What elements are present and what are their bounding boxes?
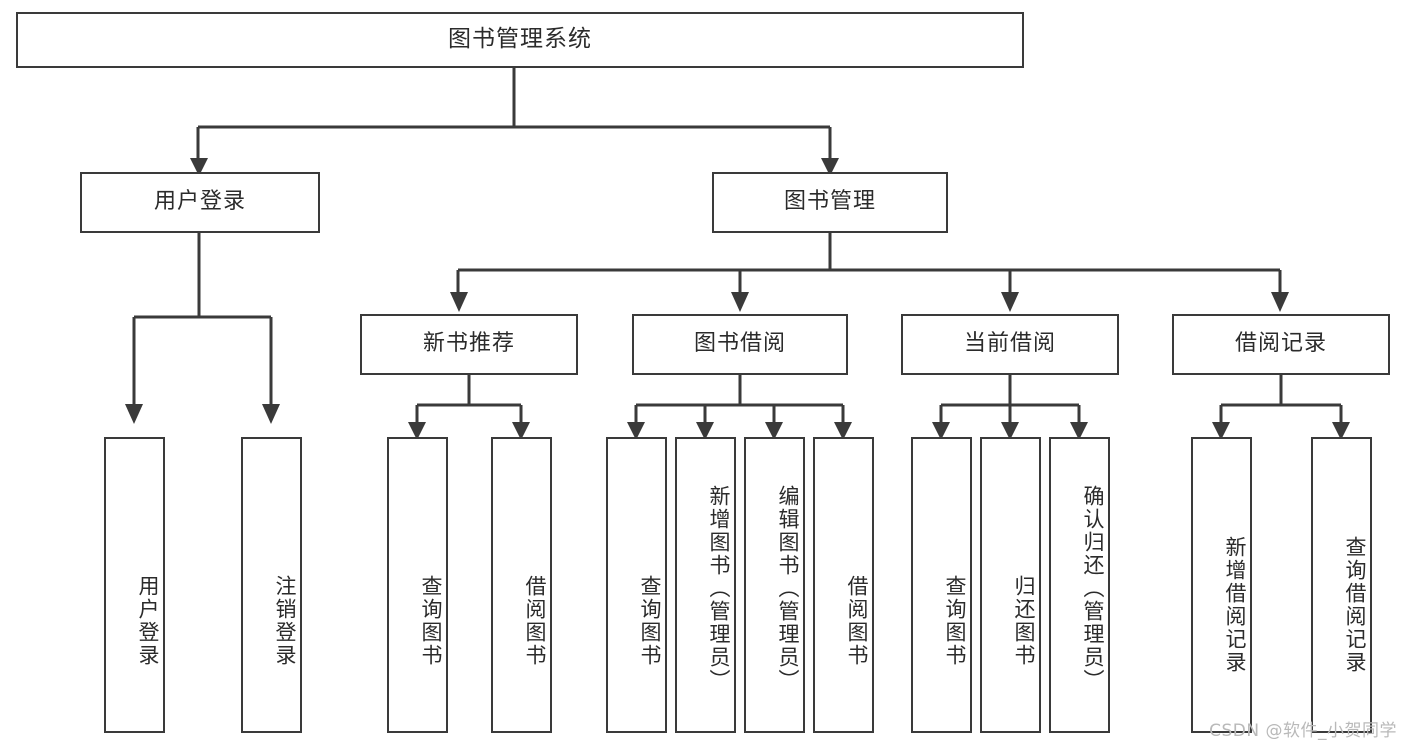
node-label: 当前借阅: [963, 331, 1056, 357]
node-user-login[interactable]: 用户登录: [80, 172, 320, 233]
leaf-add-book-admin[interactable]: 新增图书（管理员）: [675, 437, 736, 733]
node-book-management[interactable]: 图书管理: [712, 172, 948, 233]
node-root-book-management-system[interactable]: 图书管理系统: [16, 12, 1024, 68]
leaf-add-borrow-record[interactable]: 新增借阅记录: [1191, 437, 1252, 733]
leaf-query-book-borrow[interactable]: 查询图书: [606, 437, 667, 733]
node-borrow-records[interactable]: 借阅记录: [1172, 314, 1390, 375]
node-label: 编辑图书（管理员）: [776, 484, 800, 692]
node-book-borrow[interactable]: 图书借阅: [632, 314, 848, 375]
leaf-query-book-current[interactable]: 查询图书: [911, 437, 972, 733]
node-label: 归还图书: [1012, 575, 1036, 667]
node-label: 借阅记录: [1234, 331, 1327, 357]
node-label: 新增图书（管理员）: [707, 484, 731, 692]
node-label: 图书管理系统: [448, 26, 592, 53]
node-label: 查询借阅记录: [1343, 536, 1367, 674]
leaf-borrow-book[interactable]: 借阅图书: [813, 437, 874, 733]
csdn-watermark: CSDN @软件_小贺同学: [1209, 721, 1397, 741]
node-label: 用户登录: [153, 189, 246, 215]
leaf-logout[interactable]: 注销登录: [241, 437, 302, 733]
node-label: 用户登录: [136, 575, 160, 667]
leaf-return-book[interactable]: 归还图书: [980, 437, 1041, 733]
leaf-query-borrow-record[interactable]: 查询借阅记录: [1311, 437, 1372, 733]
node-label: 注销登录: [273, 575, 297, 667]
node-label: 借阅图书: [845, 575, 869, 667]
node-label: 确认归还（管理员）: [1081, 484, 1105, 692]
leaf-query-book-recommend[interactable]: 查询图书: [387, 437, 448, 733]
node-label: 新书推荐: [422, 331, 515, 357]
leaf-borrow-book-recommend[interactable]: 借阅图书: [491, 437, 552, 733]
node-current-borrow[interactable]: 当前借阅: [901, 314, 1119, 375]
node-label: 查询图书: [419, 575, 443, 667]
node-new-book-recommend[interactable]: 新书推荐: [360, 314, 578, 375]
node-label: 借阅图书: [523, 575, 547, 667]
node-label: 查询图书: [943, 575, 967, 667]
node-label: 新增借阅记录: [1223, 536, 1247, 674]
node-label: 查询图书: [638, 575, 662, 667]
leaf-edit-book-admin[interactable]: 编辑图书（管理员）: [744, 437, 805, 733]
node-label: 图书管理: [783, 189, 876, 215]
leaf-user-login[interactable]: 用户登录: [104, 437, 165, 733]
leaf-confirm-return-admin[interactable]: 确认归还（管理员）: [1049, 437, 1110, 733]
node-label: 图书借阅: [693, 331, 786, 357]
